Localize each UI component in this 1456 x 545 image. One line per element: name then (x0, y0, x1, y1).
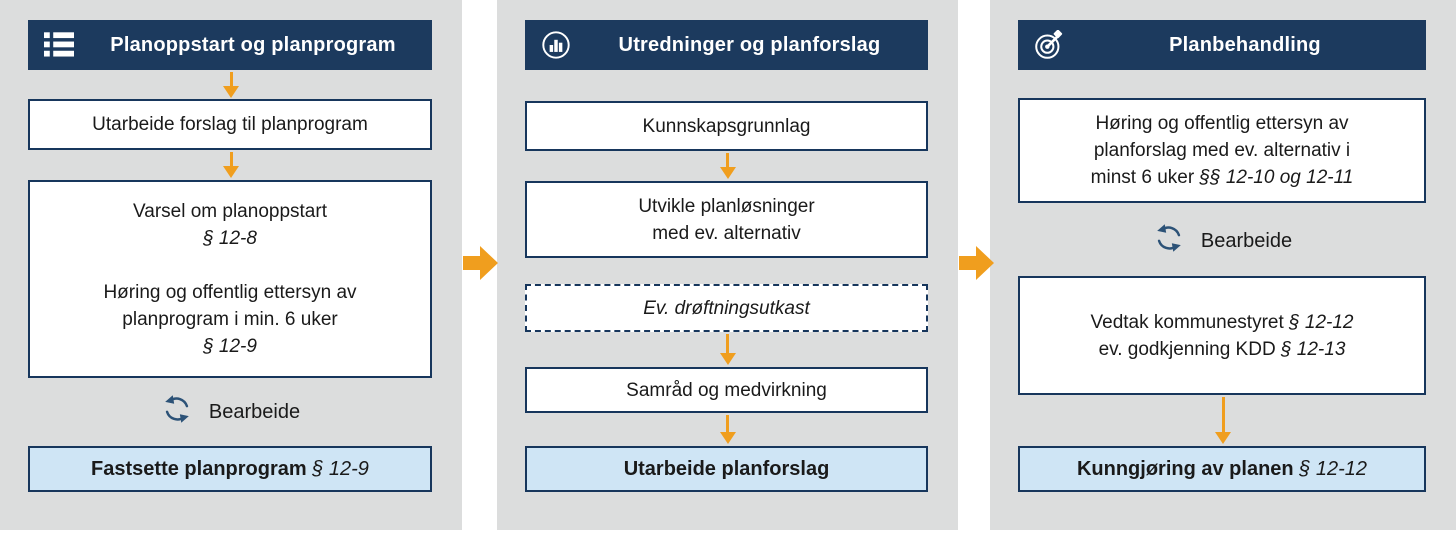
milestone-text: Fastsette planprogram § 12-9 (91, 456, 369, 483)
section-ref: §§ 12-10 og 12-11 (1199, 167, 1354, 188)
column-2-header: Utredninger og planforslag (525, 20, 928, 70)
refresh-cycle-icon (160, 392, 194, 432)
arrow-down-icon (222, 72, 240, 98)
step-droftningsutkast-optional: Ev. drøftningsutkast (525, 284, 928, 332)
line: planprogram i min. 6 uker (122, 309, 338, 330)
arrow-down-icon (719, 334, 737, 365)
column-3-title: Planbehandling (1169, 33, 1321, 56)
target-dart-icon (1034, 30, 1064, 60)
blank-line (103, 252, 356, 279)
line: minst 6 uker §§ 12-10 og 12-11 (1091, 164, 1354, 191)
arrow-down-icon (719, 153, 737, 179)
section-ref: § 12-9 (312, 457, 369, 480)
section-ref: § 12-8 (203, 228, 257, 249)
milestone-text: Kunngjøring av planen § 12-12 (1077, 456, 1367, 483)
step-text: Utvikle planløsninger med ev. alternativ (638, 193, 814, 247)
step-text: Ev. drøftningsutkast (643, 297, 810, 319)
step-text: Kunnskapsgrunnlag (642, 115, 811, 137)
line: Utvikle planløsninger (638, 195, 815, 217)
step-kunnskapsgrunnlag: Kunnskapsgrunnlag (525, 101, 928, 151)
arrow-down-icon (222, 152, 240, 178)
refresh-cycle-icon (1152, 221, 1186, 261)
line-text: Vedtak kommunestyret (1090, 311, 1290, 333)
section-ref: § 12-13 (1280, 338, 1346, 360)
arrow-down-icon (719, 415, 737, 444)
step-text: Utarbeide forslag til planprogram (92, 114, 368, 135)
line-text: minst 6 uker (1090, 167, 1200, 188)
line: planforslag med ev. alternativ i (1093, 140, 1351, 161)
rework-indicator: Bearbeide (1018, 220, 1426, 262)
line: med ev. alternativ (652, 222, 801, 244)
column-2-title: Utredninger og planforslag (618, 33, 881, 56)
column-1-header: Planoppstart og planprogram (28, 20, 432, 70)
step-text: Samråd og medvirkning (626, 379, 827, 401)
rework-label: Bearbeide (208, 400, 301, 423)
block-arrow-right-icon (959, 245, 995, 281)
step-samrad-medvirkning: Samråd og medvirkning (525, 367, 928, 413)
step-text: Høring og offentlig ettersyn av planfors… (1091, 110, 1354, 191)
step-text: Vedtak kommunestyret § 12-12 ev. godkjen… (1091, 309, 1354, 363)
step-varsel-og-horing: Varsel om planoppstart § 12-8 Høring og … (28, 180, 432, 378)
section-ref: § 12-12 (1299, 457, 1368, 480)
bar-chart-icon (541, 30, 571, 60)
rework-indicator: Bearbeide (28, 391, 432, 433)
step-utvikle-planlosninger: Utvikle planløsninger med ev. alternativ (525, 181, 928, 258)
milestone-label: Utarbeide planforslag (623, 457, 830, 480)
column-utredninger: Utredninger og planforslag Kunnskapsgrun… (497, 0, 958, 530)
line: Høring og offentlig ettersyn av (1095, 113, 1349, 134)
rework-label: Bearbeide (1200, 229, 1293, 252)
line: Vedtak kommunestyret § 12-12 (1091, 309, 1354, 336)
column-planbehandling: Planbehandling Høring og offentlig etter… (990, 0, 1456, 530)
block-arrow-right-icon (463, 245, 499, 281)
section-ref: § 12-9 (203, 336, 257, 357)
milestone-kunngjoring: Kunngjøring av planen § 12-12 (1018, 446, 1426, 492)
milestone-label: Kunngjøring av planen (1076, 457, 1294, 480)
line: Varsel om planoppstart (133, 201, 327, 222)
column-3-header: Planbehandling (1018, 20, 1426, 70)
step-vedtak-kommunestyret: Vedtak kommunestyret § 12-12 ev. godkjen… (1018, 276, 1426, 395)
step-horing-planforslag: Høring og offentlig ettersyn av planfors… (1018, 98, 1426, 203)
list-icon (44, 32, 74, 58)
line: Høring og offentlig ettersyn av (103, 282, 357, 303)
step-utarbeide-forslag: Utarbeide forslag til planprogram (28, 99, 432, 150)
column-planoppstart: Planoppstart og planprogram Utarbeide fo… (0, 0, 462, 530)
milestone-label: Fastsette planprogram (91, 457, 307, 480)
line: ev. godkjenning KDD § 12-13 (1091, 336, 1354, 363)
line-text: ev. godkjenning KDD (1098, 338, 1281, 360)
step-text: Varsel om planoppstart § 12-8 Høring og … (103, 198, 356, 360)
milestone-utarbeide-planforslag: Utarbeide planforslag (525, 446, 928, 492)
milestone-fastsette-planprogram: Fastsette planprogram § 12-9 (28, 446, 432, 492)
section-ref: § 12-12 (1289, 311, 1354, 333)
arrow-down-icon (1214, 397, 1232, 444)
column-1-title: Planoppstart og planprogram (110, 33, 396, 56)
